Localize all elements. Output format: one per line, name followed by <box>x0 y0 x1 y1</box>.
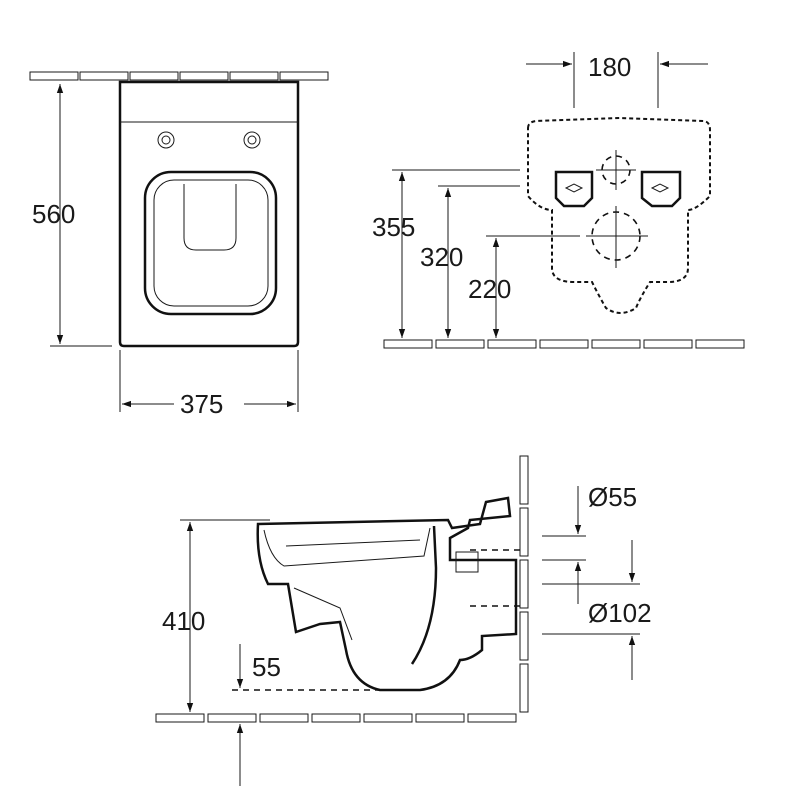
rear-view-floor <box>383 339 745 349</box>
dim-side-height: 410 <box>162 606 205 636</box>
dim-top-height: 560 <box>32 199 75 229</box>
dim-rear-320: 320 <box>420 242 463 272</box>
top-view-bowl-outline <box>118 80 300 348</box>
dim-outlet-diameter: Ø102 <box>588 598 652 628</box>
fixing-hole-left <box>157 131 175 149</box>
dim-side-offset: 55 <box>252 652 281 682</box>
fixing-bracket-right <box>640 170 682 208</box>
dim-inlet-diameter: Ø55 <box>588 482 637 512</box>
dim-rear-220: 220 <box>468 274 511 304</box>
fixing-hole-right <box>243 131 261 149</box>
dim-top-width: 375 <box>180 389 223 419</box>
side-view: 410 55 Ø55 Ø102 <box>155 455 652 786</box>
side-view-floor <box>155 713 517 723</box>
top-view-wall <box>29 71 329 81</box>
seat-lid-recess <box>183 184 237 251</box>
rear-view: 180 355 320 220 <box>372 52 745 349</box>
rear-view-outline <box>527 116 711 314</box>
dim-rear-355: 355 <box>372 212 415 242</box>
dim-rear-spacing: 180 <box>588 52 631 82</box>
side-view-wall <box>519 455 529 713</box>
seat-outer <box>143 170 278 316</box>
fixing-bracket-left <box>554 170 594 208</box>
top-view: 560 375 <box>29 71 329 419</box>
side-view-bowl <box>256 496 518 692</box>
